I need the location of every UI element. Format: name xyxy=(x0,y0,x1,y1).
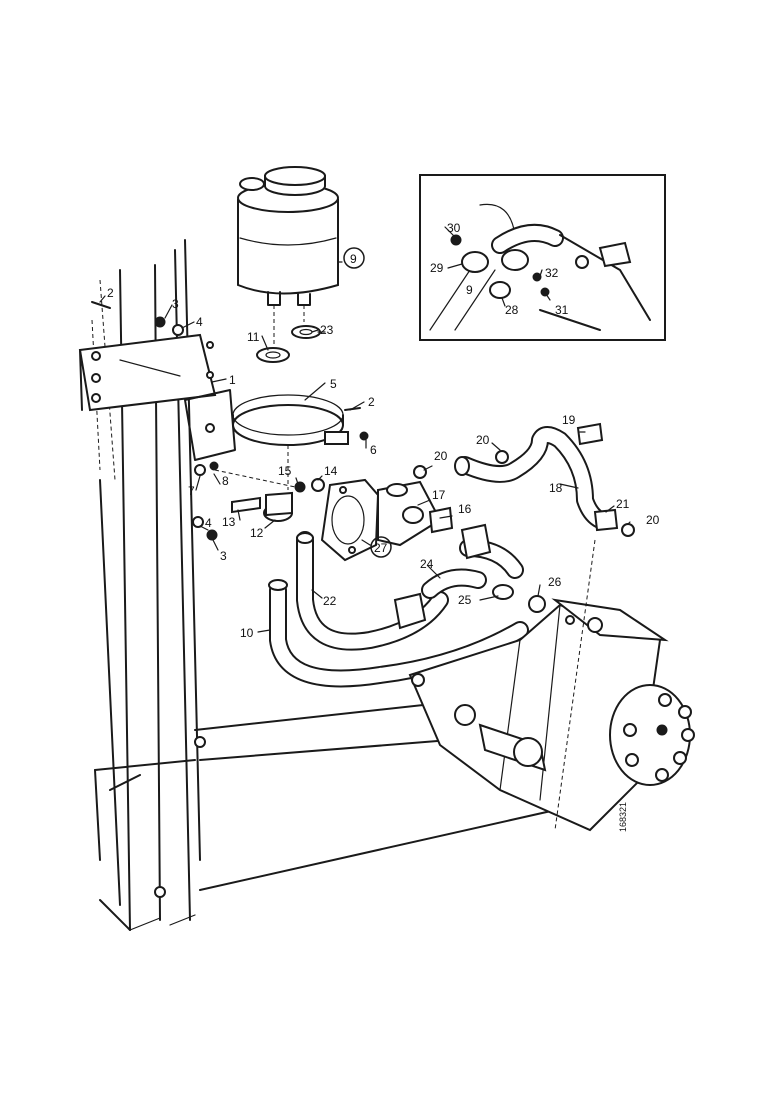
callout-labels: 1 2 2 3 3 4 4 5 6 7 8 9 10 11 12 13 14 1… xyxy=(107,221,660,640)
oil-reservoir xyxy=(237,166,339,345)
callout-13: 13 xyxy=(222,515,236,529)
callout-20: 20 xyxy=(434,449,448,463)
callout-29: 29 xyxy=(430,261,444,275)
callout-4: 4 xyxy=(196,315,203,329)
callout-28: 28 xyxy=(505,303,519,317)
callout-21: 21 xyxy=(616,497,630,511)
callout-5: 5 xyxy=(330,377,337,391)
callout-9-inset: 9 xyxy=(466,283,473,297)
callout-27: 27 xyxy=(374,541,388,555)
mounting-bracket xyxy=(78,333,236,461)
callout-19: 19 xyxy=(562,413,576,427)
callout-22: 22 xyxy=(323,594,337,608)
hoses-return xyxy=(268,531,529,688)
callout-8: 8 xyxy=(222,474,229,488)
figure-reference-code: 168321 xyxy=(618,802,628,832)
callout-32: 32 xyxy=(545,266,559,280)
callout-6: 6 xyxy=(370,443,377,457)
callout-23: 23 xyxy=(320,323,334,337)
callout-16: 16 xyxy=(458,502,472,516)
callout-12: 12 xyxy=(250,526,264,540)
callout-1: 1 xyxy=(229,373,236,387)
callout-7: 7 xyxy=(188,484,195,498)
callout-2: 2 xyxy=(107,286,114,300)
callout-9: 9 xyxy=(350,252,357,266)
callout-2: 2 xyxy=(368,395,375,409)
callout-20: 20 xyxy=(646,513,660,527)
leader-lines xyxy=(99,226,631,633)
callout-20: 20 xyxy=(476,433,490,447)
callout-30: 30 xyxy=(447,221,461,235)
callout-3: 3 xyxy=(172,297,179,311)
pump-flange xyxy=(320,478,454,562)
detail-inset xyxy=(419,174,666,341)
callout-15: 15 xyxy=(278,464,292,478)
callout-4: 4 xyxy=(205,516,212,530)
reservoir-clamp xyxy=(232,394,349,490)
small-fittings xyxy=(91,301,369,541)
callout-18: 18 xyxy=(549,481,563,495)
callout-10: 10 xyxy=(240,626,254,640)
steering-gear xyxy=(408,539,695,832)
callout-3: 3 xyxy=(220,549,227,563)
callout-24: 24 xyxy=(420,557,434,571)
callout-26: 26 xyxy=(548,575,562,589)
callout-31: 31 xyxy=(555,303,569,317)
callout-17: 17 xyxy=(432,488,446,502)
callout-14: 14 xyxy=(324,464,338,478)
callout-11: 11 xyxy=(247,330,260,344)
callout-25: 25 xyxy=(458,593,472,607)
